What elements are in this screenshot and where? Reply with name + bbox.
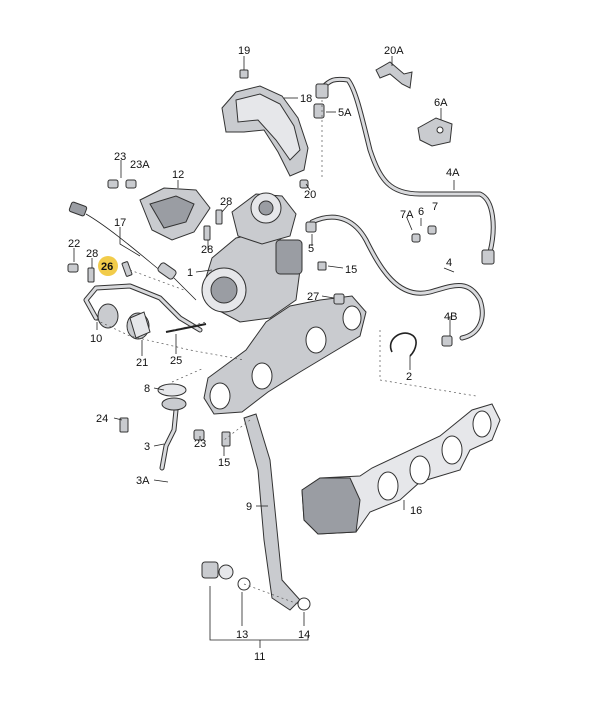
label-25: 25 [170,355,182,367]
assembly-dashed-lines [95,100,477,605]
part-26-bolt [121,261,133,277]
highlight-marker [98,256,118,276]
label-3: 3 [144,441,150,453]
part-8-gasket [157,383,187,397]
label-7: 7 [432,201,438,213]
label-12: 12 [172,169,184,181]
part-2-clip [389,332,417,357]
part-21-gasket [129,311,151,339]
callout-labels: 19 20A 18 6A 5A 23 23A 12 4A 20 28 6 7 7… [68,45,460,663]
label-13: 13 [236,629,248,641]
label-5: 5 [308,243,314,255]
label-23-lower: 23 [194,438,206,450]
label-9: 9 [246,501,252,513]
label-15-lower: 15 [218,457,230,469]
label-19: 19 [238,45,250,57]
part-25-pin [165,323,207,333]
label-28-mid: 28 [201,244,213,256]
label-6a: 6A [434,97,448,109]
part-20a-bracket [375,61,413,89]
label-5a: 5A [338,107,352,119]
label-4b: 4B [444,311,457,323]
label-17: 17 [114,217,126,229]
part-12-bracket [139,187,211,241]
label-18: 18 [300,93,312,105]
part-1-turbocharger [201,192,303,323]
part-18-heat-shield [221,85,309,177]
label-20a: 20A [384,45,404,57]
part-6a-bracket [417,117,453,147]
part-17-sensor [68,201,197,301]
part-9-support-strut [243,413,301,611]
leader-lines [73,56,455,648]
label-8: 8 [144,383,150,395]
fasteners [67,69,453,447]
label-3a: 3A [136,475,150,487]
exhaust-manifold [203,295,367,415]
label-2: 2 [406,371,412,383]
label-23a: 23 [114,151,126,163]
label-4: 4 [446,257,452,269]
label-28-left: 28 [86,248,98,260]
label-20: 20 [304,189,316,201]
part-11-banjo [201,561,311,611]
label-1: 1 [187,267,193,279]
part-16-manifold-gasket [301,403,501,535]
label-14: 14 [298,629,310,641]
label-28-top: 28 [220,196,232,208]
label-6: 6 [418,206,424,218]
part-3-oil-return [159,397,187,471]
label-22: 22 [68,238,80,250]
label-7a: 7A [400,209,414,221]
label-27: 27 [307,291,319,303]
label-10: 10 [90,333,102,345]
part-4-oil-lines [309,76,496,341]
label-24: 24 [96,413,108,425]
label-15-upper: 15 [345,264,357,276]
label-4a: 4A [446,167,460,179]
label-21: 21 [136,357,148,369]
label-26: 26 [101,261,113,273]
label-16: 16 [410,505,422,517]
label-23a-top: 23A [130,159,150,171]
label-11: 11 [254,651,265,663]
